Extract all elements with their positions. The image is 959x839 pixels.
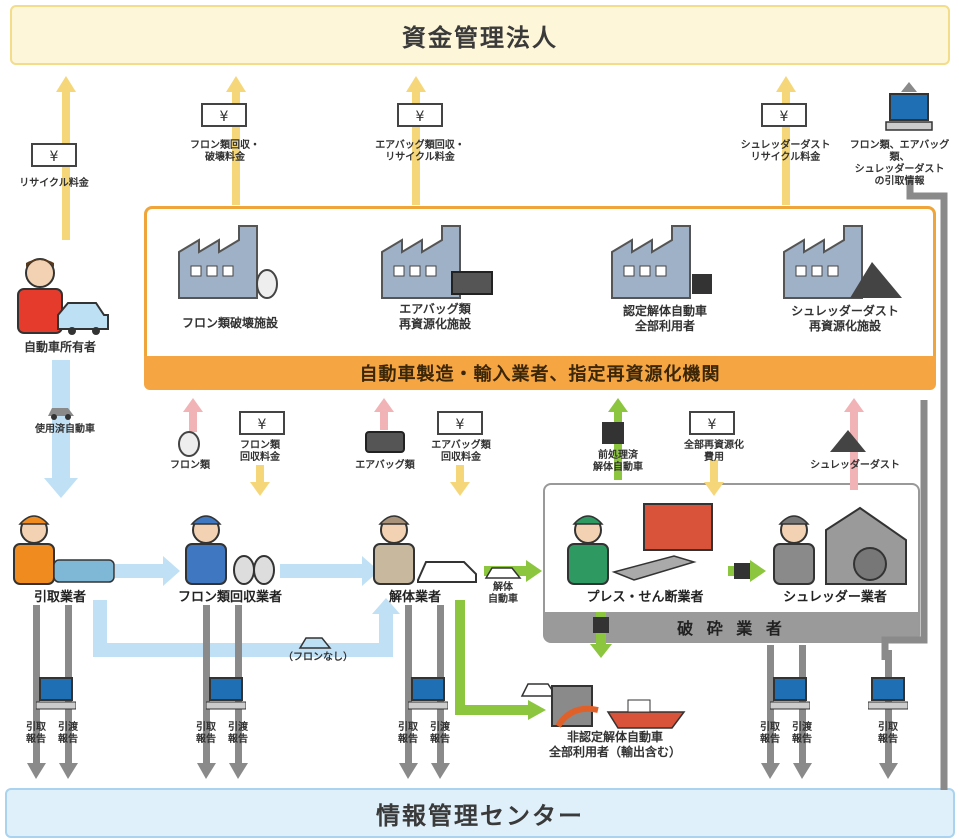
airbag-icon bbox=[365, 431, 405, 453]
approved-user-facility-label: 認定解体自動車 全部利用者 bbox=[622, 304, 707, 333]
shredder-worker-icon bbox=[773, 506, 907, 585]
recycle-fee-label: リサイクル料金 bbox=[19, 178, 89, 189]
yen-note-icon: ¥ bbox=[31, 143, 77, 167]
non-approved-user-label: 非認定解体自動車 全部利用者（輸出含む） bbox=[548, 730, 681, 759]
car-icon bbox=[484, 567, 522, 579]
handover-report-label: 引渡 報告 bbox=[792, 722, 812, 745]
factory-icon bbox=[611, 225, 712, 299]
factory-icon bbox=[381, 225, 493, 299]
freon-collector-label: フロン類回収業者 bbox=[177, 590, 282, 605]
computer-icon bbox=[206, 677, 246, 710]
shredder-fee-label: シュレッダーダスト リサイクル料金 bbox=[740, 140, 831, 163]
pickup-report-label: 引取 報告 bbox=[760, 722, 780, 745]
collector-worker-icon bbox=[13, 515, 115, 585]
shredder-dust-label: シュレッダーダスト bbox=[810, 460, 900, 471]
yen-note-icon: ¥ bbox=[689, 411, 735, 435]
pressed-car-icon bbox=[734, 563, 750, 579]
computer-icon bbox=[770, 677, 810, 710]
computer-icon bbox=[885, 82, 933, 131]
svg-text:¥: ¥ bbox=[708, 417, 717, 433]
svg-text:¥: ¥ bbox=[780, 109, 789, 125]
pickup-report-label: 引取 報告 bbox=[26, 722, 46, 745]
airbag-label: エアバッグ類 bbox=[355, 460, 415, 471]
svg-text:¥: ¥ bbox=[456, 417, 465, 433]
car-icon bbox=[298, 637, 332, 649]
shredder-label: シュレッダー業者 bbox=[783, 590, 887, 605]
information-management-center-band: 情報管理センター bbox=[5, 788, 955, 838]
svg-text:¥: ¥ bbox=[50, 149, 59, 165]
fee-down-arrows bbox=[250, 460, 724, 496]
freon-collector-worker-icon bbox=[185, 515, 275, 585]
used-car-arrow bbox=[44, 360, 78, 498]
factory-icon bbox=[178, 225, 278, 299]
no-freon-label: （フロンなし） bbox=[283, 652, 353, 663]
vehicle-flow-arrows bbox=[93, 556, 400, 657]
info-lines bbox=[881, 180, 948, 790]
export-ship-icon bbox=[551, 685, 686, 729]
svg-text:¥: ¥ bbox=[258, 417, 267, 433]
pickup-report-label: 引取 報告 bbox=[878, 722, 898, 745]
dismantler-label: 解体業者 bbox=[388, 590, 441, 605]
press-worker-icon bbox=[567, 503, 713, 585]
svg-text:¥: ¥ bbox=[416, 109, 425, 125]
computer-icon bbox=[36, 677, 76, 710]
car-owner-label: 自動車所有者 bbox=[23, 340, 96, 354]
yen-note-icon: ¥ bbox=[239, 411, 285, 435]
dismantler-worker-icon bbox=[373, 515, 477, 585]
airbag-facility-label: エアバッグ類 再資源化施設 bbox=[398, 302, 471, 331]
airbag-collect-fee-label: エアバッグ類 回収料金 bbox=[431, 440, 491, 463]
pickup-report-label: 引取 報告 bbox=[196, 722, 216, 745]
handover-report-label: 引渡 報告 bbox=[58, 722, 78, 745]
car-icon bbox=[520, 683, 558, 697]
pressed-car-icon bbox=[602, 422, 624, 444]
freon-collect-fee-label: フロン類 回収料金 bbox=[240, 440, 280, 463]
pressed-car-icon bbox=[593, 617, 609, 633]
computer-icon bbox=[868, 677, 908, 710]
freon-fee-label: フロン類回収・ 破壊料金 bbox=[190, 140, 260, 163]
factory-icon bbox=[783, 225, 902, 299]
handover-info-label: フロン類、エアバッグ類、 シュレッダーダスト の引取情報 bbox=[849, 140, 950, 187]
press-shear-label: プレス・せん断業者 bbox=[586, 590, 704, 605]
pretreated-car-label: 前処理済 解体自動車 bbox=[593, 450, 643, 473]
computer-icon bbox=[408, 677, 448, 710]
full-recycle-cost-label: 全部再資源化 費用 bbox=[684, 440, 744, 463]
shredder-facility-label: シュレッダーダスト 再資源化施設 bbox=[791, 304, 899, 333]
freon-canister-icon bbox=[178, 431, 200, 457]
freon-label: フロン類 bbox=[170, 460, 210, 471]
fund-management-corporation-band: 資金管理法人 bbox=[10, 5, 950, 65]
dismantled-car-label: 解体 自動車 bbox=[488, 582, 518, 605]
yen-note-icon: ¥ bbox=[397, 103, 443, 127]
pickup-report-label: 引取 報告 bbox=[398, 722, 418, 745]
manufacturer-bar: 自動車製造・輸入業者、指定再資源化機関 bbox=[144, 356, 936, 390]
svg-text:¥: ¥ bbox=[220, 109, 229, 125]
yen-note-icon: ¥ bbox=[201, 103, 247, 127]
car-icon bbox=[48, 408, 74, 420]
shredder-dust-icon bbox=[830, 430, 866, 452]
car-owner-icon bbox=[17, 258, 109, 335]
yen-note-icon: ¥ bbox=[761, 103, 807, 127]
handover-report-label: 引渡 報告 bbox=[430, 722, 450, 745]
used-car-label: 使用済自動車 bbox=[35, 424, 95, 435]
airbag-fee-label: エアバッグ類回収・ リサイクル料金 bbox=[375, 140, 465, 163]
collector-label: 引取業者 bbox=[33, 590, 86, 605]
yen-note-icon: ¥ bbox=[437, 411, 483, 435]
handover-report-label: 引渡 報告 bbox=[228, 722, 248, 745]
freon-facility-label: フロン類破壊施設 bbox=[181, 316, 278, 330]
